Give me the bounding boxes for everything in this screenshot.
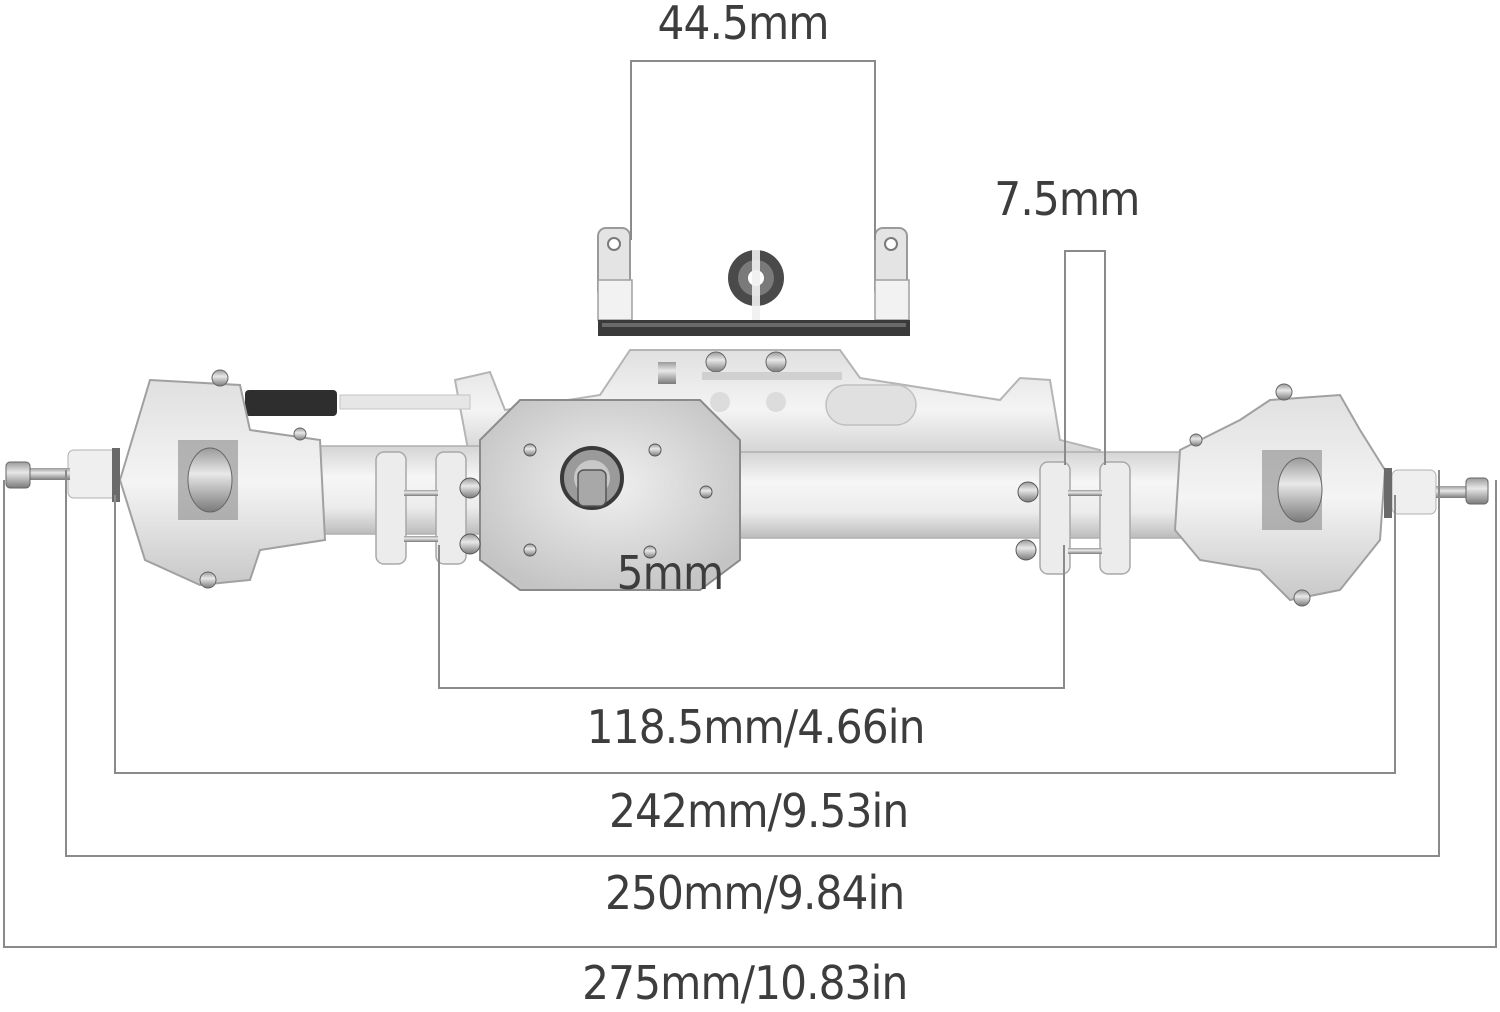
label-link-mount-width: 7.5mm — [994, 172, 1140, 226]
right-link-mount — [1015, 461, 1131, 575]
label-hex-width: 250mm/9.84in — [605, 866, 905, 920]
dim-line-242mm — [114, 495, 1396, 774]
differential-cover — [479, 399, 741, 591]
dim-line-118-5mm — [438, 545, 1065, 689]
right-steering-knuckle — [1173, 383, 1489, 607]
label-pinion-partial: 5mm — [616, 546, 725, 600]
label-link-mount-spacing: 118.5mm/4.66in — [586, 700, 926, 754]
label-overall-width: 275mm/10.83in — [582, 956, 908, 1010]
label-hub-width: 242mm/9.53in — [609, 784, 909, 838]
steering-link-end — [245, 390, 337, 416]
left-link-mount — [375, 451, 481, 565]
steering-link — [339, 394, 471, 410]
dim-line-servo-mount — [630, 60, 876, 240]
label-servo-mount-width: 44.5mm — [657, 0, 829, 50]
servo-mount — [597, 227, 910, 336]
left-steering-knuckle — [5, 369, 327, 589]
dim-line-250mm — [65, 470, 1440, 857]
dim-line-275mm — [3, 480, 1497, 948]
dim-line-link-mount — [1064, 250, 1106, 465]
